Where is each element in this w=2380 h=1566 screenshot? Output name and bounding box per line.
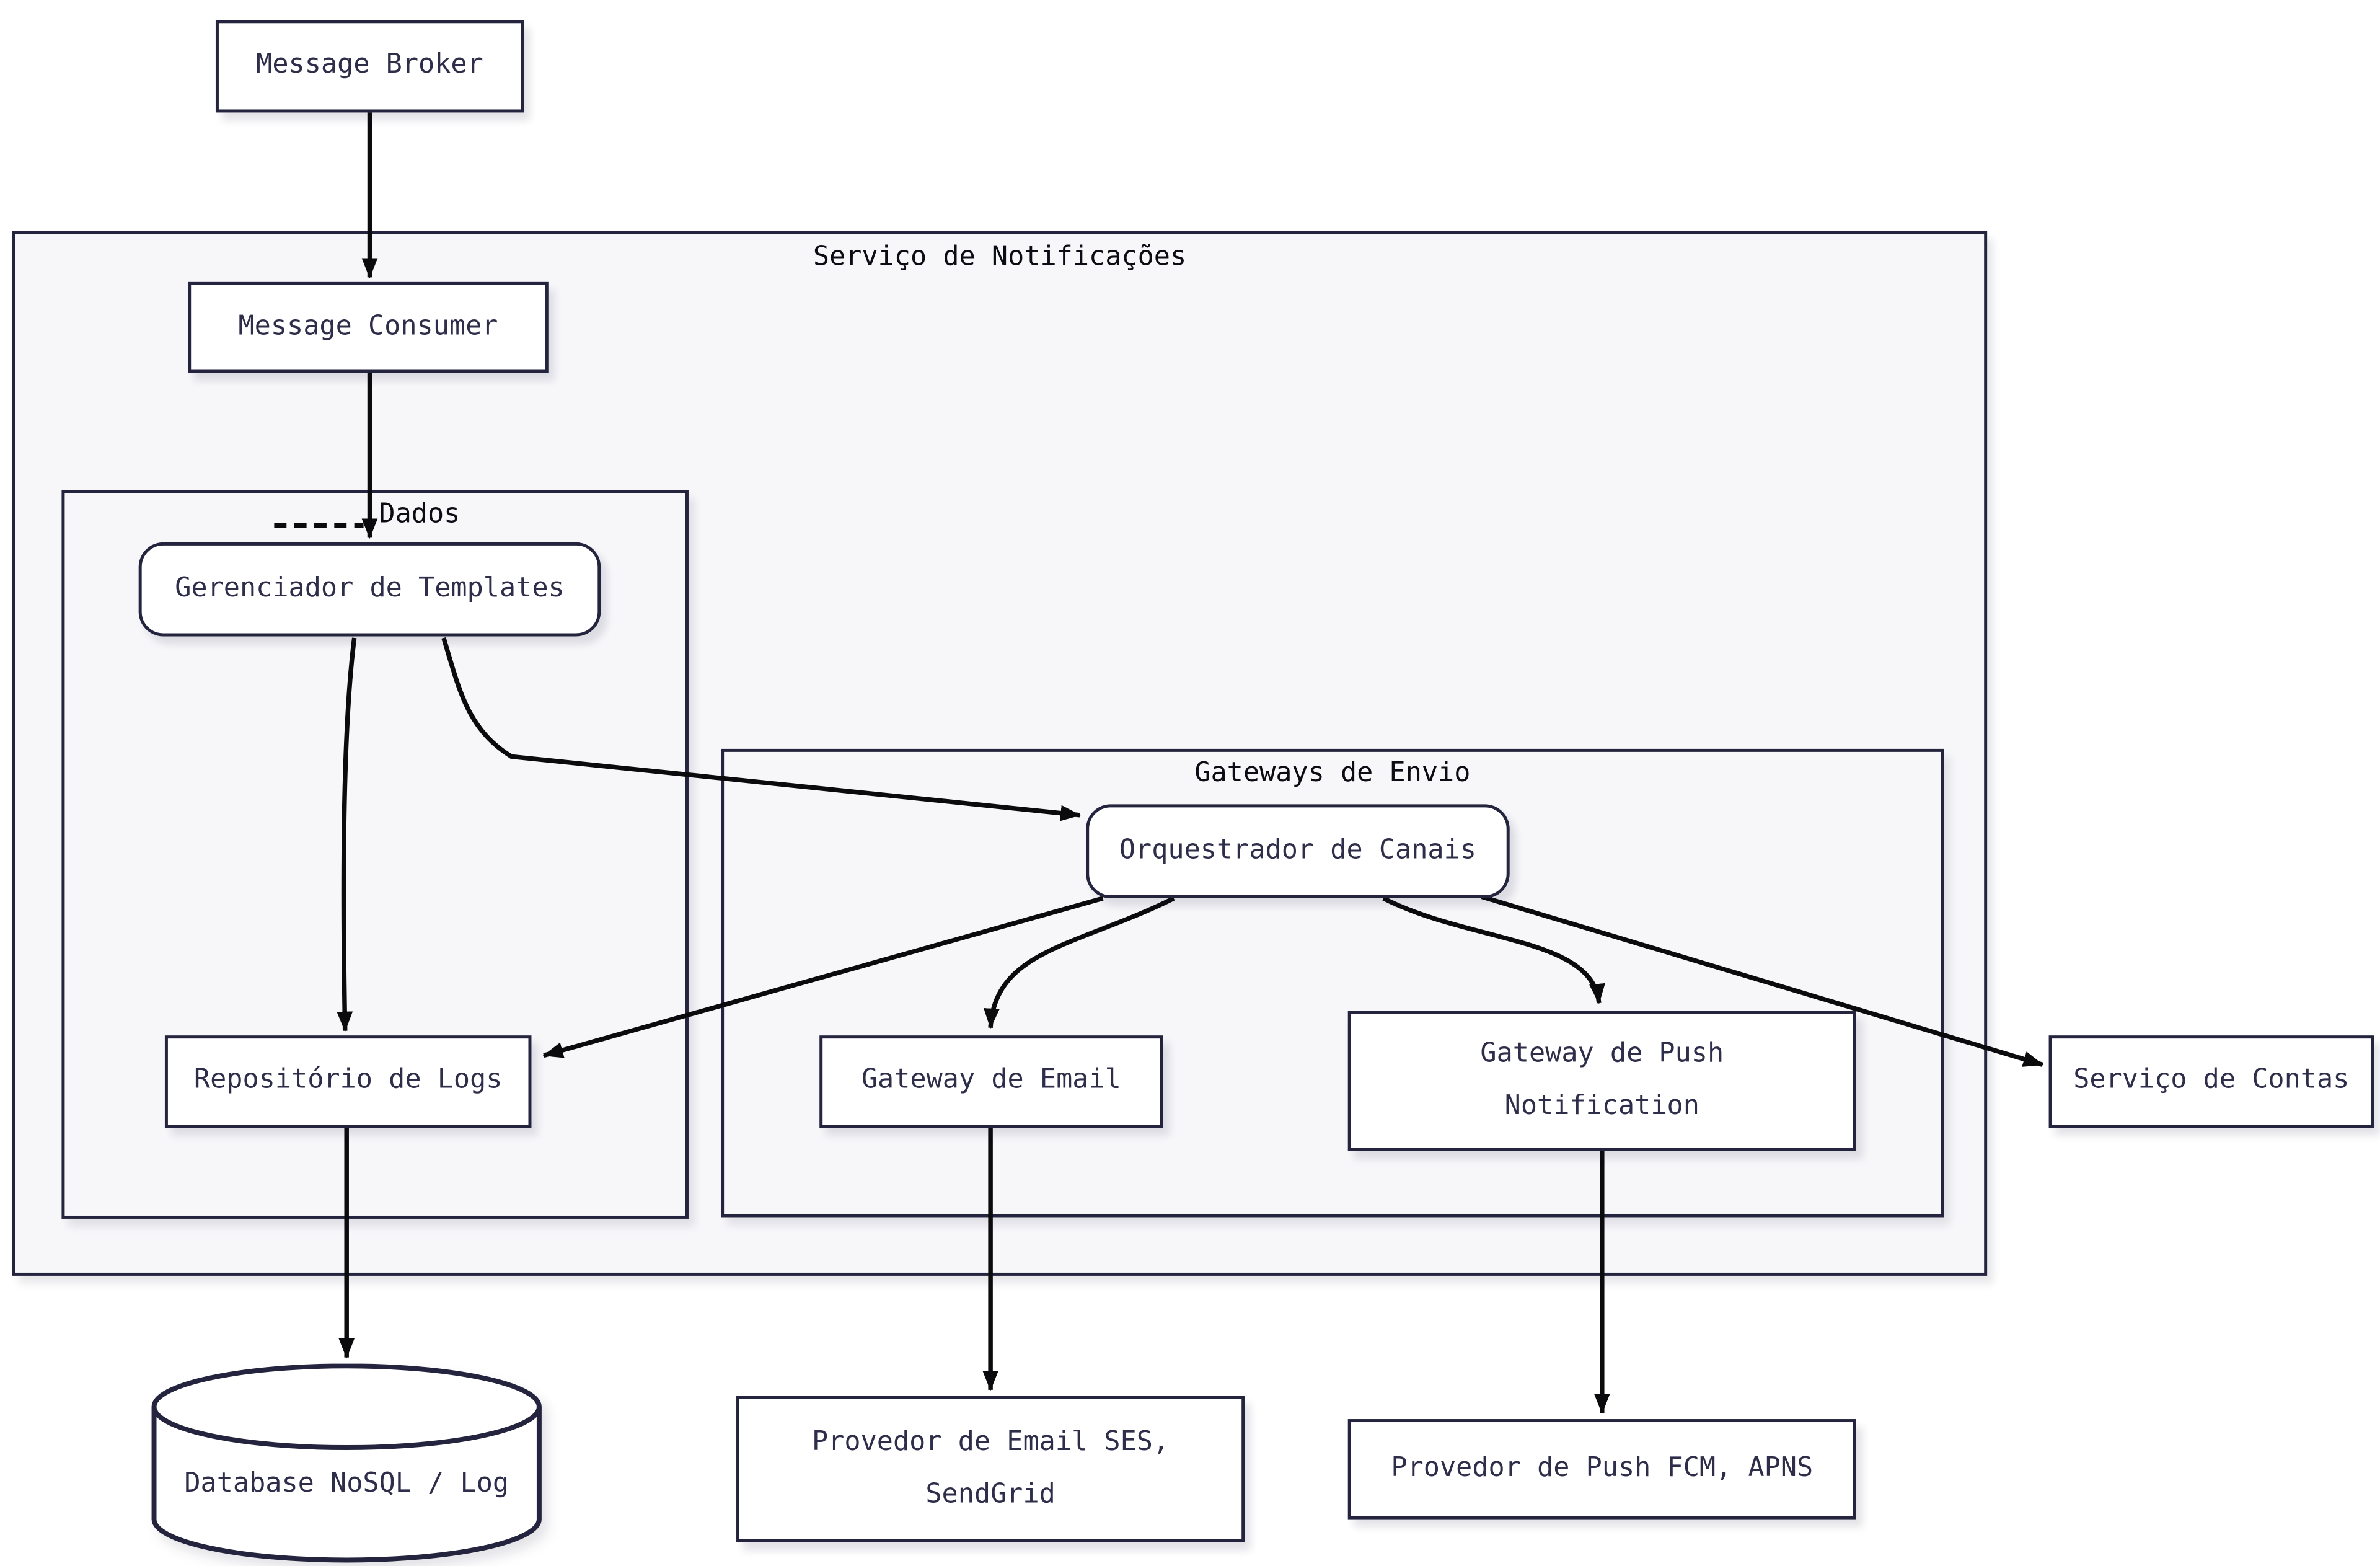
node-gerenciador-templates-label: Gerenciador de Templates (175, 573, 565, 604)
node-database-nosql-label: Database NoSQL / Log (184, 1469, 509, 1500)
node-message-broker-label: Message Broker (256, 50, 483, 81)
container-dados-title: Dados (379, 499, 461, 530)
container-servico-notificacoes-title: Serviço de Notificações (813, 242, 1187, 273)
node-message-broker: Message Broker (215, 20, 524, 113)
node-orquestrador-canais-label: Orquestrador de Canais (1119, 834, 1476, 866)
node-orquestrador-canais: Orquestrador de Canais (1086, 804, 1510, 898)
node-message-consumer: Message Consumer (188, 281, 549, 373)
node-database-nosql: Database NoSQL / Log (151, 1363, 542, 1564)
node-gateway-push: Gateway de Push Notification (1347, 1011, 1856, 1151)
node-provedor-email: Provedor de Email SES, SendGrid (736, 1396, 1245, 1542)
node-servico-contas: Serviço de Contas (2048, 1035, 2374, 1128)
node-message-consumer-label: Message Consumer (238, 311, 498, 342)
node-gateway-push-label: Gateway de Push Notification (1480, 1038, 1724, 1121)
node-gerenciador-templates: Gerenciador de Templates (138, 542, 601, 637)
node-gateway-email: Gateway de Email (819, 1035, 1163, 1128)
node-repositorio-logs: Repositório de Logs (164, 1035, 532, 1128)
node-provedor-push-label: Provedor de Push FCM, APNS (1391, 1453, 1814, 1484)
node-provedor-push: Provedor de Push FCM, APNS (1347, 1419, 1856, 1520)
node-repositorio-logs-label: Repositório de Logs (193, 1065, 503, 1097)
database-cylinder-icon (151, 1363, 542, 1563)
node-provedor-email-label: Provedor de Email SES, SendGrid (812, 1427, 1170, 1510)
node-servico-contas-label: Serviço de Contas (2073, 1065, 2350, 1097)
node-gateway-email-label: Gateway de Email (861, 1065, 1121, 1097)
container-gateways-envio-title: Gateways de Envio (1194, 758, 1471, 789)
